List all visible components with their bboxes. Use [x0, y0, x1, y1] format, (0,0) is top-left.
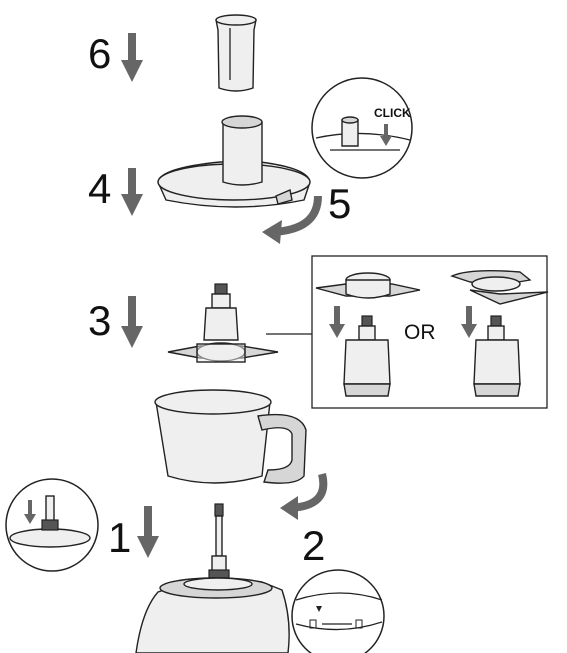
- motor-base: [135, 577, 290, 653]
- down-arrow-icon: [121, 296, 143, 348]
- down-arrow-icon: [137, 506, 159, 558]
- shaft-inset: [5, 478, 99, 572]
- food-pusher: [215, 14, 257, 92]
- step-2-number: 2: [302, 522, 325, 569]
- lid-with-feed-tube: [157, 115, 311, 208]
- click-label: CLICK: [374, 106, 411, 120]
- down-arrow-icon: [329, 306, 345, 338]
- step-3-group: 3: [88, 283, 312, 363]
- click-inset: CLICK: [311, 77, 413, 179]
- down-arrow-icon: [380, 124, 392, 146]
- blade-option-left: [315, 272, 421, 397]
- blade-option-right: [450, 269, 549, 397]
- base-dial-inset: [291, 569, 385, 653]
- step-3-number: 3: [88, 297, 111, 344]
- step-2-group: 2: [280, 473, 328, 569]
- motor-shaft: [208, 503, 230, 579]
- bowl: [154, 389, 307, 484]
- down-arrow-icon: [461, 306, 477, 338]
- step-6-number: 6: [88, 30, 111, 77]
- lock-open-icon: [309, 619, 317, 629]
- rotate-arrow-icon: [262, 195, 322, 244]
- step-4-number: 4: [88, 165, 111, 212]
- step-6-group: 6: [88, 14, 257, 92]
- step-1-number: 1: [108, 514, 131, 561]
- step-1-group: 1: [5, 478, 230, 579]
- down-arrow-icon: [24, 500, 36, 524]
- blade-assembly: [167, 283, 279, 363]
- step-4-group: 4: [88, 115, 311, 216]
- rotate-arrow-icon: [280, 473, 328, 520]
- step-5-number: 5: [328, 180, 351, 227]
- step-5-group: 5 CLICK: [262, 77, 413, 244]
- blade-options-box: OR: [311, 255, 549, 409]
- down-arrow-icon: [121, 33, 143, 82]
- or-label: OR: [404, 321, 436, 344]
- lock-closed-icon: [355, 619, 363, 629]
- marker-triangle-icon: [316, 606, 322, 612]
- down-arrow-icon: [121, 168, 143, 216]
